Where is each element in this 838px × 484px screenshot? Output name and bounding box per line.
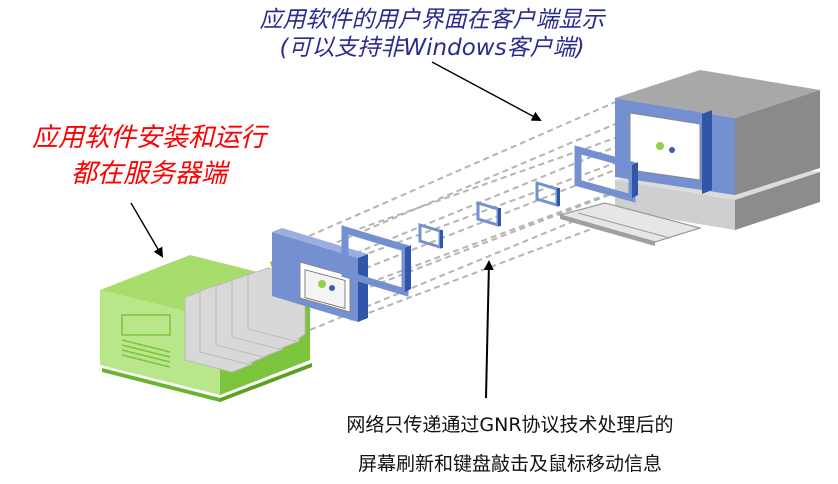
stream-frame-2 — [341, 225, 411, 297]
client-label-line2: (可以支持非Windows客户端) — [279, 35, 585, 61]
stream-frame-4 — [476, 200, 501, 228]
stream-frame-5 — [535, 180, 560, 208]
network-label: 网络只传递通过GNR协议技术处理后的 屏幕刷新和键盘敲击及鼠标移动信息 — [290, 406, 730, 484]
client-pointer-arrow — [431, 61, 542, 121]
network-label-line2: 屏幕刷新和键盘敲击及鼠标移动信息 — [357, 453, 662, 475]
server-side-label: 应用软件安装和运行 都在服务器端 — [4, 120, 294, 192]
client-side-label: 应用软件的用户界面在客户端显示 (可以支持非Windows客户端) — [232, 6, 632, 62]
client-label-line1: 应用软件的用户界面在客户端显示 — [259, 7, 605, 33]
server-icon — [100, 255, 312, 402]
network-pointer-arrow — [483, 260, 494, 399]
server-label-line1: 应用软件安装和运行 — [31, 123, 266, 153]
client-screen-frame — [574, 145, 638, 203]
stream-frame-3 — [418, 222, 443, 250]
server-screen-frame — [272, 228, 368, 322]
network-label-line1: 网络只传递通过GNR协议技术处理后的 — [346, 414, 674, 436]
server-label-line2: 都在服务器端 — [70, 159, 227, 189]
server-pointer-arrow — [130, 202, 164, 258]
client-computer-icon — [557, 70, 820, 246]
